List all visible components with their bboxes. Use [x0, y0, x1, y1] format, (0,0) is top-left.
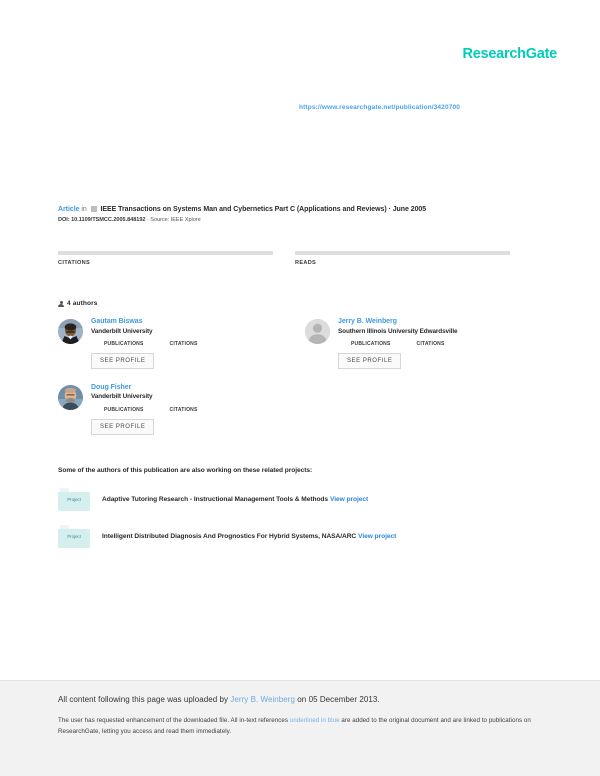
- project-title-row: Adaptive Tutoring Research - Instruction…: [102, 496, 368, 503]
- view-project-link[interactable]: View project: [330, 495, 369, 503]
- footer-upload-prefix: All content following this page was uplo…: [58, 695, 231, 704]
- stats-row: CITATIONS READS: [58, 251, 542, 266]
- author-stat-citations: CITATIONS: [170, 407, 198, 413]
- footer: All content following this page was uplo…: [0, 680, 600, 776]
- header-zone: ResearchGate https://www.researchgate.ne…: [0, 0, 600, 205]
- footer-uploader-link[interactable]: Jerry B. Weinberg: [230, 695, 296, 704]
- article-separator: ·: [388, 206, 391, 213]
- see-profile-button[interactable]: SEE PROFILE: [91, 353, 155, 370]
- publication-url-link[interactable]: https://www.researchgate.net/publication…: [299, 104, 461, 111]
- researchgate-logo[interactable]: ResearchGate: [462, 46, 557, 62]
- project-icon-label: Project: [67, 496, 81, 502]
- people-icon: [58, 300, 64, 307]
- see-profile-button[interactable]: SEE PROFILE: [338, 353, 402, 370]
- author-body: Jerry B. Weinberg Southern Illinois Univ…: [338, 317, 520, 370]
- avatar[interactable]: [58, 319, 83, 345]
- author-stat-publications: PUBLICATIONS: [104, 341, 144, 347]
- doi-label: DOI:: [58, 217, 70, 224]
- author-card: Jerry B. Weinberg Southern Illinois Univ…: [305, 317, 520, 370]
- author-stat-publications: PUBLICATIONS: [351, 341, 391, 347]
- author-stat-label: PUBLICATIONS: [104, 341, 144, 348]
- avatar[interactable]: [58, 385, 83, 411]
- project-row: Project Adaptive Tutoring Research - Ins…: [58, 487, 542, 511]
- stat-divider: [295, 251, 510, 256]
- stat-divider: [58, 251, 273, 256]
- author-stat-label: PUBLICATIONS: [104, 406, 144, 413]
- author-stat-label: CITATIONS: [169, 406, 198, 413]
- project-title-row: Intelligent Distributed Diagnosis And Pr…: [102, 533, 396, 540]
- article-in-word: in: [81, 206, 87, 213]
- author-stat-citations: CITATIONS: [170, 341, 198, 347]
- author-affiliation: Vanderbilt University: [91, 393, 153, 401]
- folder-tab: [60, 524, 69, 529]
- author-affiliation: Vanderbilt University: [91, 327, 153, 335]
- author-stats: PUBLICATIONS CITATIONS: [91, 407, 273, 413]
- project-title: Adaptive Tutoring Research - Instruction…: [102, 495, 329, 503]
- folder-front: [58, 528, 90, 548]
- author-stat-label: PUBLICATIONS: [351, 341, 391, 348]
- author-card: Doug Fisher Vanderbilt University PUBLIC…: [58, 383, 273, 435]
- project-icon-label: Project: [67, 533, 81, 539]
- doi-value[interactable]: 10.1109/TSMCC.2005.848192: [71, 217, 146, 224]
- author-affiliation: Southern Illinois University Edwardsvill…: [338, 327, 458, 335]
- see-profile-button[interactable]: SEE PROFILE: [91, 418, 155, 435]
- folder-tab: [60, 487, 69, 492]
- author-body: Gautam Biswas Vanderbilt University PUBL…: [91, 317, 273, 370]
- avatar[interactable]: [305, 319, 330, 345]
- folder-front: [58, 491, 90, 511]
- authors-heading: 4 authors: [58, 300, 542, 307]
- author-name[interactable]: Doug Fisher: [91, 384, 132, 392]
- stat-citations: CITATIONS: [58, 251, 273, 266]
- project-folder-icon: Project: [58, 487, 90, 511]
- article-source: · Source: IEEE Xplore: [146, 217, 201, 224]
- stat-label-reads: READS: [295, 260, 317, 267]
- author-stats: PUBLICATIONS CITATIONS: [91, 341, 273, 347]
- author-stat-publications: PUBLICATIONS: [104, 407, 144, 413]
- footer-note-part1: The user has requested enhancement of th…: [58, 717, 290, 724]
- article-meta-line: Article in IEEE Transactions on Systems …: [58, 205, 542, 214]
- view-project-link[interactable]: View project: [358, 532, 397, 540]
- footer-note: The user has requested enhancement of th…: [58, 715, 542, 738]
- author-body: Doug Fisher Vanderbilt University PUBLIC…: [91, 383, 273, 435]
- author-stat-label: CITATIONS: [169, 341, 198, 348]
- author-stats: PUBLICATIONS CITATIONS: [338, 341, 520, 347]
- footer-note-link[interactable]: underlined in blue: [289, 717, 340, 724]
- article-doi-line: DOI: 10.1109/TSMCC.2005.848192 · Source:…: [58, 217, 542, 223]
- stat-label-citations: CITATIONS: [58, 260, 91, 267]
- project-row: Project Intelligent Distributed Diagnosi…: [58, 524, 542, 548]
- authors-heading-label: 4 authors: [67, 300, 98, 308]
- author-name[interactable]: Jerry B. Weinberg: [338, 318, 397, 326]
- authors-grid: Gautam Biswas Vanderbilt University PUBL…: [58, 317, 542, 435]
- projects-heading: Some of the authors of this publication …: [58, 466, 313, 474]
- author-card: Gautam Biswas Vanderbilt University PUBL…: [58, 317, 273, 370]
- project-title: Intelligent Distributed Diagnosis And Pr…: [102, 532, 357, 540]
- article-type-label: Article: [58, 206, 80, 213]
- journal-badge-icon: [90, 206, 97, 212]
- author-stat-label: CITATIONS: [416, 341, 445, 348]
- article-date: June 2005: [392, 206, 427, 213]
- project-folder-icon: Project: [58, 524, 90, 548]
- author-name[interactable]: Gautam Biswas: [91, 318, 143, 326]
- author-stat-citations: CITATIONS: [417, 341, 445, 347]
- main-content: Article in IEEE Transactions on Systems …: [0, 205, 600, 680]
- footer-upload-line: All content following this page was uplo…: [58, 695, 542, 704]
- stat-reads: READS: [295, 251, 510, 266]
- article-journal: IEEE Transactions on Systems Man and Cyb…: [100, 206, 387, 213]
- footer-note-part2: are added to the original document and a…: [58, 717, 531, 736]
- footer-upload-suffix: on 05 December 2013.: [295, 695, 380, 704]
